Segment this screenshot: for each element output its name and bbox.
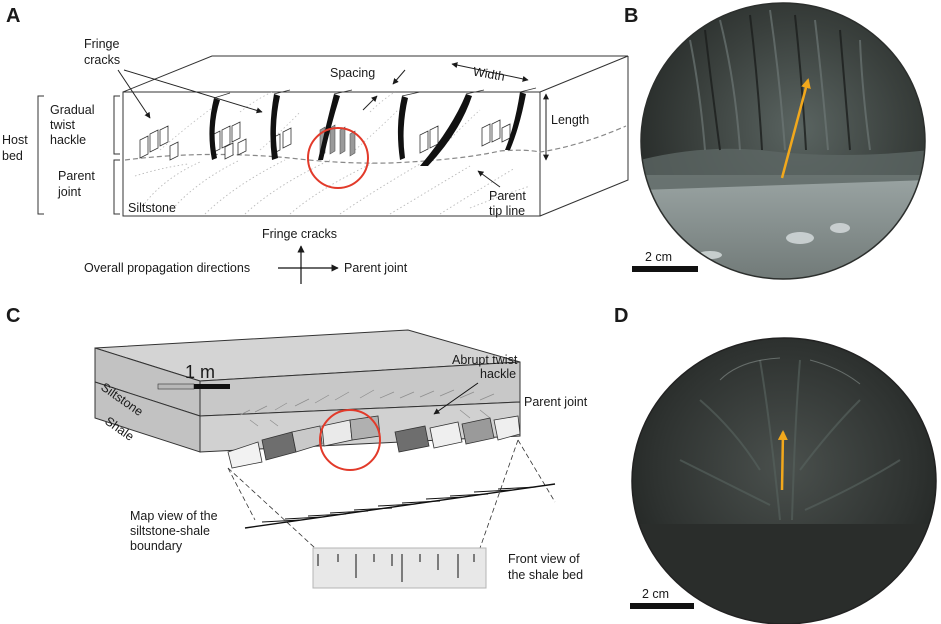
spacing-label: Spacing <box>330 66 375 80</box>
shale-twist-hackle <box>227 415 521 469</box>
panel-d-letter: D <box>614 305 628 327</box>
scale-bar-b <box>632 266 698 272</box>
core-outline-b <box>640 2 926 280</box>
panel-a: A <box>2 5 629 284</box>
panel-b: B <box>624 2 926 280</box>
scale-bar-d <box>630 603 694 609</box>
map-view-ticks <box>261 486 537 523</box>
parent-tip-line <box>124 125 627 164</box>
core-outline-d <box>631 337 937 624</box>
highlight-circle-c <box>319 409 381 471</box>
arrow-right-label: Parent joint <box>344 261 408 275</box>
parent-joint-label-2: joint <box>57 185 81 199</box>
parent-joint-label-c: Parent joint <box>524 395 588 409</box>
siltstone-label-a: Siltstone <box>128 201 176 215</box>
map-view-label-2: siltstone-shale <box>130 524 210 538</box>
abrupt-hackle-label-1: Abrupt twist <box>452 353 518 367</box>
scale-label-b: 2 cm <box>645 250 672 264</box>
parent-joint-plume <box>134 159 531 215</box>
parent-joint-label-1: Parent <box>58 169 95 183</box>
fringe-cracks-arrow-2 <box>123 69 263 114</box>
scale-label-d: 2 cm <box>642 587 669 601</box>
length-label: Length <box>551 113 589 127</box>
propagation-arrow-b <box>780 78 811 179</box>
fringe-cracks-arrow-1 <box>117 69 151 119</box>
hackle-streaks <box>239 389 495 427</box>
panel-c-letter: C <box>6 305 20 327</box>
front-view-label-1: Front view of <box>508 552 580 566</box>
twist-hackle-gray <box>319 124 356 157</box>
fringe-cracks-black <box>209 92 526 166</box>
parent-tip-arrow <box>477 170 501 188</box>
front-view-label-2: the shale bed <box>508 568 583 582</box>
panel-a-letter: A <box>6 5 20 27</box>
scale-bar-c-dark <box>194 384 230 389</box>
fringe-cracks-label-2: cracks <box>84 53 120 67</box>
propagation-arrow-d <box>777 430 788 491</box>
projection-lines <box>227 439 556 549</box>
propagation-title: Overall propagation directions <box>84 261 250 275</box>
spacing-arrow-right <box>392 69 406 85</box>
width-arrow <box>451 62 529 82</box>
arrow-up-label: Fringe cracks <box>262 227 337 241</box>
parent-tip-label-2: tip line <box>489 204 525 218</box>
host-bed-bracket <box>37 95 120 215</box>
map-view-label-1: Map view of the <box>130 509 218 523</box>
gradual-label-3: hackle <box>50 133 86 147</box>
panel-d: D 2 cm <box>614 305 937 624</box>
front-view-ticks <box>317 554 475 582</box>
highlight-circle-a <box>307 127 369 189</box>
fringe-cracks-label-1: Fringe <box>84 37 119 51</box>
core-photo-b <box>641 3 925 279</box>
panel-c: C <box>6 305 588 589</box>
fringe-crack-steps <box>139 119 511 161</box>
scale-label-c: 1 m <box>185 362 215 382</box>
abrupt-hackle-label-2: hackle <box>480 367 516 381</box>
parent-tip-label-1: Parent <box>489 189 526 203</box>
panel-b-letter: B <box>624 5 638 27</box>
fringe-cracks-top-lines <box>213 87 537 99</box>
map-view-label-3: boundary <box>130 539 183 553</box>
scale-bar-c-light <box>157 383 195 390</box>
front-view-box <box>312 547 487 589</box>
host-bed-label-2: bed <box>2 149 23 163</box>
gradual-label-2: twist <box>50 118 76 132</box>
gradual-label-1: Gradual <box>50 103 94 117</box>
host-bed-block <box>122 55 629 217</box>
abrupt-hackle-arrow <box>433 382 479 415</box>
host-bed-label-1: Host <box>2 133 28 147</box>
spacing-arrow-left <box>362 95 378 111</box>
